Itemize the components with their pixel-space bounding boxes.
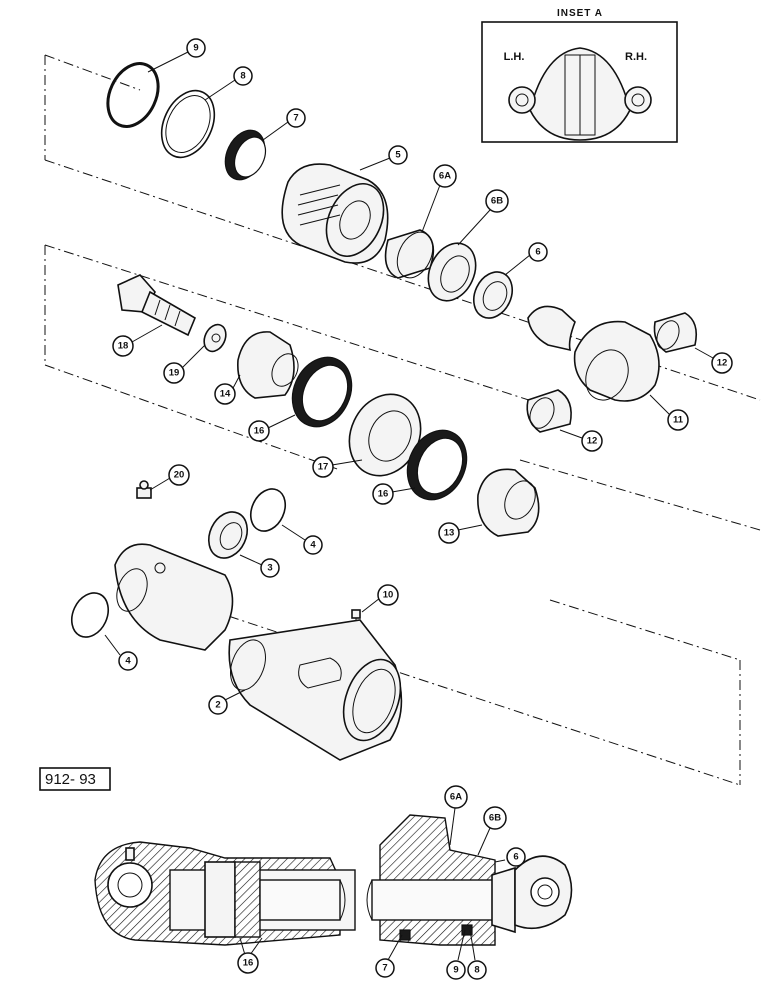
svg-text:16: 16 <box>378 489 389 500</box>
callout-section-16: 16 <box>237 952 259 974</box>
svg-text:6A: 6A <box>450 792 462 803</box>
callout-section-6: 6 <box>506 847 526 867</box>
callout-12-lower: 12 <box>581 430 603 452</box>
svg-text:18: 18 <box>118 341 129 352</box>
svg-text:16: 16 <box>254 426 265 437</box>
svg-text:4: 4 <box>125 656 131 667</box>
part-4-retaining-ring-upper <box>249 488 287 532</box>
svg-text:2: 2 <box>215 700 220 711</box>
svg-text:14: 14 <box>220 389 231 400</box>
callout-20: 20 <box>168 464 190 486</box>
part-6b-ring <box>427 242 477 302</box>
inset-cylinder-end <box>508 47 652 141</box>
part-16-seal-lower <box>406 429 468 501</box>
callout-6: 6 <box>528 242 548 262</box>
svg-text:11: 11 <box>673 415 684 426</box>
svg-text:17: 17 <box>318 462 329 473</box>
callout-section-7: 7 <box>375 958 395 978</box>
svg-text:7: 7 <box>293 113 298 124</box>
callout-section-6b: 6B <box>483 806 507 830</box>
part-11-rod-end <box>527 305 660 402</box>
callout-12-upper: 12 <box>711 352 733 374</box>
svg-text:12: 12 <box>587 436 598 447</box>
callout-2: 2 <box>208 695 228 715</box>
part-3-bushing <box>207 511 249 559</box>
svg-text:20: 20 <box>174 470 185 481</box>
svg-text:10: 10 <box>383 590 394 601</box>
callout-16-upper: 16 <box>248 420 270 442</box>
svg-text:16: 16 <box>243 958 254 969</box>
svg-text:6B: 6B <box>489 813 501 824</box>
callout-6b: 6B <box>485 189 509 213</box>
callouts: 9 8 7 5 6A 6B 6 18 19 14 16 17 16 13 11 … <box>112 38 733 980</box>
svg-text:7: 7 <box>382 963 387 974</box>
callout-3: 3 <box>260 558 280 578</box>
svg-text:9: 9 <box>193 43 198 54</box>
callout-4-lower: 4 <box>118 651 138 671</box>
drawing-reference: 912- 93 <box>39 767 111 791</box>
drawing-number: 912- 93 <box>45 771 96 788</box>
part-4-retaining-ring-lower <box>70 592 110 638</box>
callout-4-upper: 4 <box>303 535 323 555</box>
callout-13: 13 <box>438 522 460 544</box>
svg-text:12: 12 <box>717 358 728 369</box>
callout-10: 10 <box>377 584 399 606</box>
cylinder-section-view <box>94 814 573 946</box>
callout-18: 18 <box>112 335 134 357</box>
callout-6a: 6A <box>433 164 457 188</box>
part-16-seal-upper <box>291 356 353 428</box>
part-20-grease-fitting <box>136 480 152 499</box>
callout-7: 7 <box>286 108 306 128</box>
callout-9: 9 <box>186 38 206 58</box>
svg-text:5: 5 <box>395 150 401 161</box>
part-8-backup-ring <box>160 89 216 159</box>
svg-text:8: 8 <box>474 965 479 976</box>
svg-text:13: 13 <box>444 528 455 539</box>
svg-text:8: 8 <box>240 71 245 82</box>
part-19-washer <box>203 323 227 353</box>
inset-title: INSET A <box>557 8 603 19</box>
svg-text:6A: 6A <box>439 171 451 182</box>
part-13-piston-nut <box>477 468 540 537</box>
inset-left-label: L.H. <box>504 51 525 63</box>
inset-right-label: R.H. <box>625 51 647 63</box>
callout-19: 19 <box>163 362 185 384</box>
callout-14: 14 <box>214 383 236 405</box>
inset-a: INSET A L.H. R.H. <box>481 8 678 143</box>
part-18-bolt <box>117 274 197 337</box>
callout-5: 5 <box>388 145 408 165</box>
callout-section-8: 8 <box>467 960 487 980</box>
callout-section-9: 9 <box>446 960 466 980</box>
part-17-piston <box>348 393 422 477</box>
callout-11: 11 <box>667 409 689 431</box>
part-12-bushing-upper <box>653 312 698 353</box>
callout-17: 17 <box>312 456 334 478</box>
svg-text:9: 9 <box>453 965 458 976</box>
svg-text:6B: 6B <box>491 196 503 207</box>
part-5-cylinder-head <box>281 163 389 264</box>
part-2-barrel <box>114 543 403 761</box>
svg-text:6: 6 <box>535 247 540 258</box>
part-6-seal <box>472 271 514 319</box>
leader-lines <box>104 51 714 961</box>
part-14-piston-spacer <box>237 331 299 399</box>
part-7-wiper-seal <box>224 129 267 181</box>
part-12-bushing-lower <box>526 389 572 433</box>
svg-text:4: 4 <box>310 540 316 551</box>
callout-section-6a: 6A <box>444 785 468 809</box>
svg-text:19: 19 <box>169 368 180 379</box>
svg-text:6: 6 <box>513 852 518 863</box>
svg-text:3: 3 <box>267 563 272 574</box>
callout-8: 8 <box>233 66 253 86</box>
part-9-snap-ring <box>106 62 160 128</box>
callout-16-lower: 16 <box>372 483 394 505</box>
